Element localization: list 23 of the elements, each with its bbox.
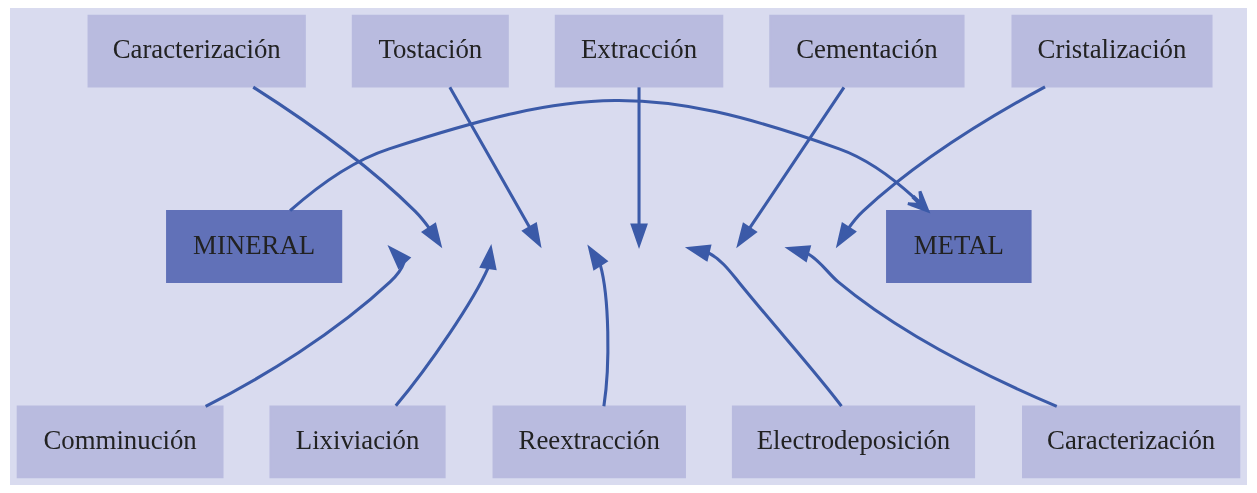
arrow [784, 245, 1058, 408]
node-box: MINERAL [166, 210, 343, 283]
arrow [835, 85, 1046, 249]
arrow [684, 244, 843, 408]
node-box: Caracterización [1022, 405, 1241, 479]
node-box: Cristalización [1011, 14, 1213, 88]
arrow [630, 87, 648, 249]
node-box: Reextracción [492, 405, 686, 479]
arrow [289, 99, 930, 213]
arrow [736, 86, 846, 249]
node-box: Cementación [769, 14, 965, 88]
node-box: Caracterización [87, 14, 306, 88]
node-box: Tostación [351, 14, 509, 88]
node-box: Extracción [554, 14, 724, 88]
node-box: METAL [886, 210, 1032, 283]
node-box: Comminución [16, 405, 224, 479]
arrow [448, 86, 542, 249]
arrow [587, 244, 610, 407]
node-box: Lixiviación [269, 405, 446, 479]
arrow [204, 245, 412, 408]
arrow [252, 85, 443, 249]
node-box: Electrodeposición [731, 405, 976, 479]
arrow [394, 243, 497, 407]
